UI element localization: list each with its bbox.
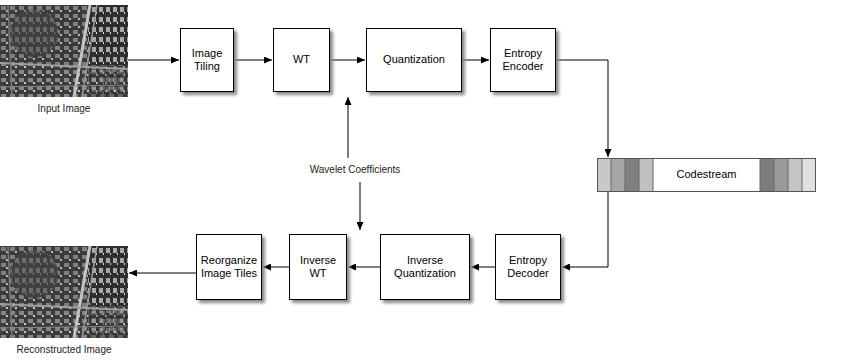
process-box: Inverse WT [289,234,347,300]
flow-arrow [234,60,272,61]
flow-arrow [556,60,608,157]
process-label: Inverse Quantization [384,254,466,280]
bar-segment [597,158,611,192]
output-image: Reconstructed Image [0,246,128,338]
flow-arrow [471,267,495,268]
flow-arrow [348,267,380,268]
process-box: Image Tiling [180,28,234,92]
input-image: Input Image [0,5,128,97]
bar-ground [597,158,816,192]
bar-segment [611,158,625,192]
bar-segment [639,158,653,192]
process-label: Inverse WT [293,254,343,280]
codestream-bar: Codestream [597,158,816,192]
flow-arrow [263,267,289,268]
bar-segment [625,158,639,192]
process-label: Quantization [383,53,445,66]
process-box: Quantization [366,28,462,92]
bar-outline [598,159,816,192]
leader-arrow [360,182,361,230]
input-photo [0,5,128,97]
flow-arrow [330,60,365,61]
bar-segment [760,158,774,192]
leader-arrow [348,97,349,158]
flow-arrow [129,273,196,274]
process-label: Reorganize Image Tiles [200,254,258,280]
process-label: Codestream [677,168,737,181]
process-box: Reorganize Image Tiles [196,234,262,300]
process-label: WT [293,53,310,66]
image-caption: Input Image [0,103,128,115]
bar-segment [788,158,802,192]
bar-segment [802,158,816,192]
flow-arrow [462,60,489,61]
process-label: Image Tiling [184,47,230,73]
process-box: Entropy Decoder [495,234,561,300]
codestream-bar [597,158,816,192]
flow-arrow [562,192,608,267]
bar-divider [611,158,802,192]
reconstructed-photo [0,246,128,338]
annotation-label: Wavelet Coefficients [295,164,415,175]
process-box: WT [273,28,330,92]
flow-arrow [128,60,179,61]
bar-segment [774,158,788,192]
process-box: Inverse Quantization [380,234,470,300]
process-label: Entropy Decoder [499,254,557,280]
process-label: Entropy Encoder [494,47,552,73]
image-caption: Reconstructed Image [0,344,128,356]
process-box: Entropy Encoder [490,28,556,92]
